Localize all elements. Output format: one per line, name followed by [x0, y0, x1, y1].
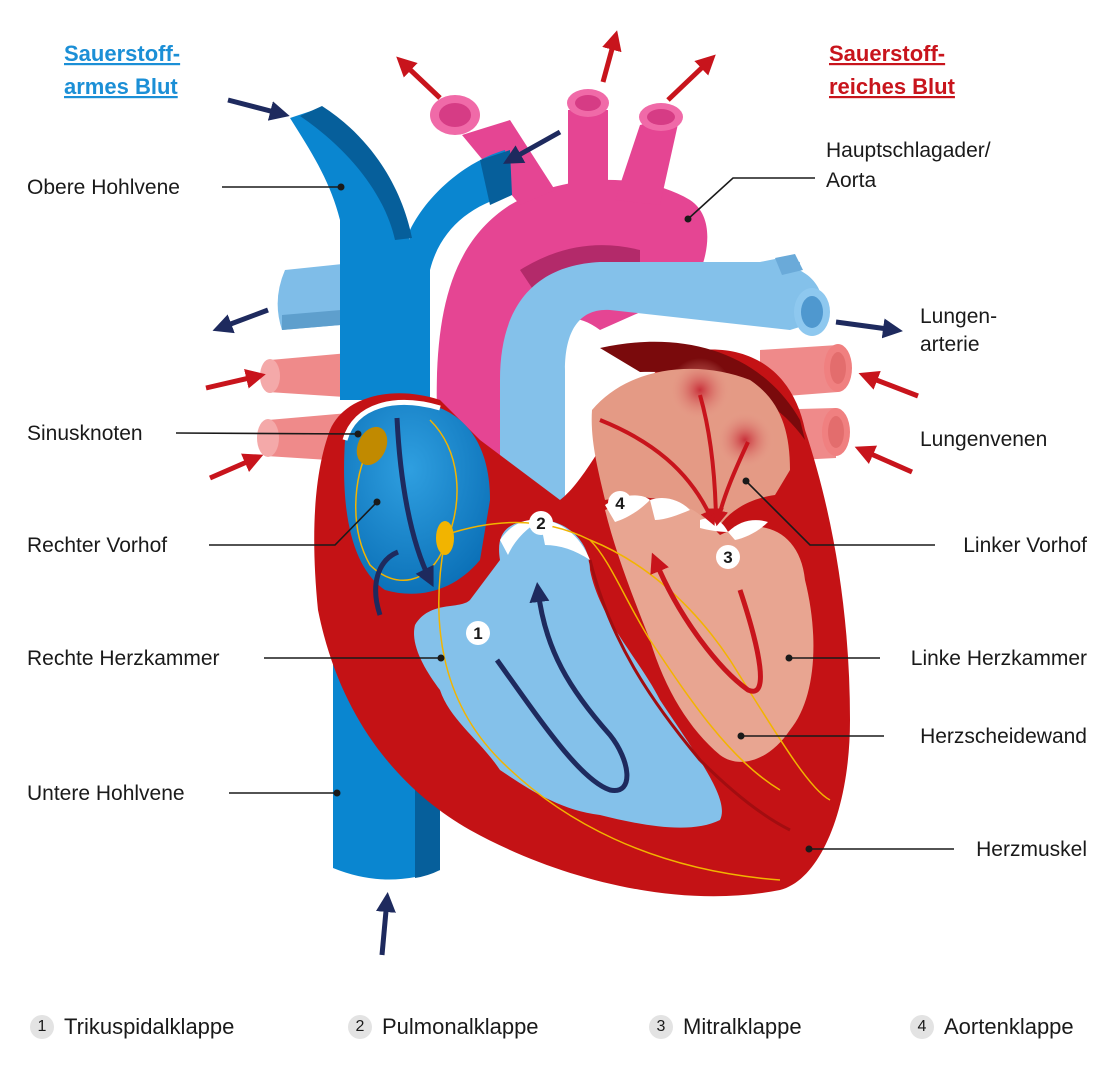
arrow-ra-loop [373, 549, 400, 616]
leader-dot-left-atrium [742, 477, 750, 485]
arrow-lv-flow [650, 552, 763, 694]
label-right-ventricle: Rechte Herzkammer [27, 647, 220, 670]
arrow-la-flow-3 [712, 441, 750, 527]
legend-number: 1 [30, 1015, 54, 1039]
svg-text:3: 3 [723, 548, 732, 567]
arrow-aorta-out-1 [396, 56, 442, 100]
sinus-node [356, 426, 388, 466]
legend-label: Pulmonalklappe [382, 1014, 539, 1039]
leader-left-atrium [745, 480, 935, 546]
arrow-pa-out-left [212, 307, 269, 334]
arrow-la-flow-1 [599, 418, 716, 526]
septum-line [588, 559, 791, 832]
label-left-ventricle: Linke Herzkammer [911, 647, 1087, 670]
label-left-atrium: Linker Vorhof [963, 534, 1087, 557]
label-superior-vena-cava: Obere Hohlvene [27, 176, 180, 199]
av-node [436, 521, 454, 555]
leader-dot-aorta [684, 215, 692, 223]
legend-label: Aortenklappe [944, 1014, 1074, 1039]
arrow-pv-in-r2 [854, 445, 914, 475]
label-septum: Herzscheidewand [920, 725, 1087, 748]
legend-item-mitral: 3 Mitralklappe [649, 1014, 802, 1040]
label-pulmonary-artery-line1: Lungen- [920, 305, 997, 328]
svg-text:1: 1 [473, 624, 482, 643]
legend-item-pulmonary: 2 Pulmonalklappe [348, 1014, 539, 1040]
label-pulmonary-artery-line2: arterie [920, 333, 980, 356]
leader-sinus-node [175, 432, 359, 435]
arrow-rv-flow [494, 582, 630, 793]
header-oxygen-rich-line2: reiches Blut [829, 74, 956, 99]
arrow-pa-out-right [835, 318, 903, 339]
label-pulmonary-veins: Lungenvenen [920, 428, 1047, 451]
conduction-system [355, 419, 831, 881]
valve-marker-3: 3 [716, 545, 740, 569]
legend-label: Mitralklappe [683, 1014, 802, 1039]
legend-label: Trikuspidalklappe [64, 1014, 235, 1039]
leader-dot-left-ventricle [785, 654, 793, 662]
header-oxygen-rich-line1: Sauerstoff- [829, 41, 945, 66]
leader-dot-heart-muscle [805, 845, 813, 853]
leader-dot-inferior-vena-cava [333, 789, 341, 797]
valve-legend: 1 Trikuspidalklappe 2 Pulmonalklappe 3 M… [0, 1014, 1117, 1050]
leader-dot-sinus-node [354, 430, 362, 438]
label-sinus-node: Sinusknoten [27, 422, 143, 445]
arrow-ra-flow [394, 417, 434, 588]
leader-dot-right-ventricle [437, 654, 445, 662]
leader-dot-septum [737, 732, 745, 740]
arrow-svc-in-2 [503, 129, 562, 164]
label-inferior-vena-cava: Untere Hohlvene [27, 782, 185, 805]
svg-text:4: 4 [615, 494, 625, 513]
header-oxygen-poor-line2: armes Blut [64, 74, 178, 99]
arrow-ivc-in [375, 892, 396, 956]
leader-dot-superior-vena-cava [337, 183, 345, 191]
label-aorta-line1: Hauptschlagader/ [826, 139, 991, 162]
valve-marker-4: 4 [608, 491, 632, 515]
valve-marker-2: 2 [529, 511, 553, 535]
valve-marker-1: 1 [466, 621, 490, 645]
label-aorta-line2: Aorta [826, 169, 877, 192]
arrow-la-flow-2 [698, 394, 724, 525]
header-oxygen-poor-line1: Sauerstoff- [64, 41, 180, 66]
label-right-atrium: Rechter Vorhof [27, 534, 167, 557]
legend-number: 4 [910, 1015, 934, 1039]
arrow-pv-in-r1 [858, 370, 919, 399]
arrow-aorta-out-2 [600, 30, 622, 83]
leader-aorta [687, 177, 815, 220]
legend-number: 2 [348, 1015, 372, 1039]
arrow-svc-in-1 [227, 97, 290, 121]
arrow-pv-in-l1 [205, 368, 266, 391]
arrow-aorta-out-3 [666, 54, 716, 102]
leader-right-atrium [209, 501, 378, 546]
svg-text:2: 2 [536, 514, 545, 533]
label-heart-muscle: Herzmuskel [976, 838, 1087, 861]
legend-item-tricuspid: 1 Trikuspidalklappe [30, 1014, 234, 1040]
superior-vena-cava [290, 106, 512, 400]
legend-number: 3 [649, 1015, 673, 1039]
arrow-pv-in-l2 [209, 453, 264, 481]
legend-item-aortic: 4 Aortenklappe [910, 1014, 1074, 1040]
leader-dot-right-atrium [373, 498, 381, 506]
